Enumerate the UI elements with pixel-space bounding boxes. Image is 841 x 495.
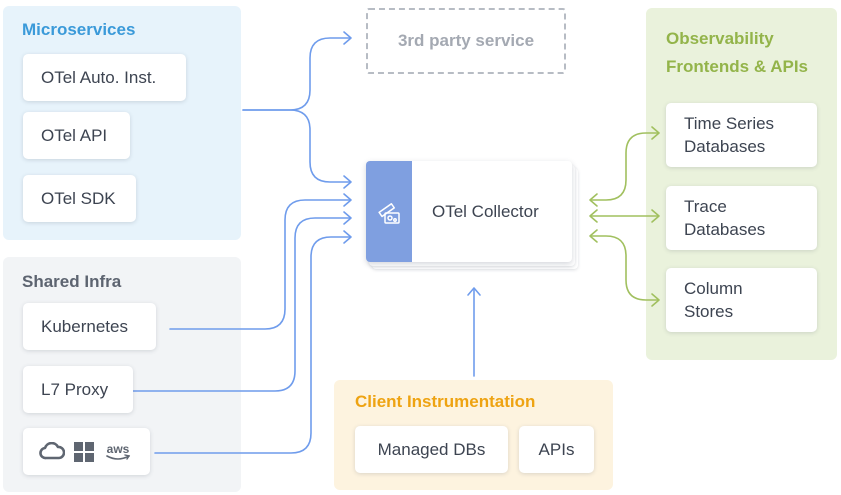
otel-collector-label: OTel Collector [432,201,539,221]
third-party-service-box: 3rd party service [366,8,566,74]
arrowhead-collector-left-1 [589,193,598,207]
cloud-providers-card: aws [23,428,150,475]
telescope-icon [378,202,400,224]
otel-sdk-card: OTel SDK [23,175,136,222]
arrowhead-collector-3 [343,211,352,225]
arrowhead-collector-4 [343,230,352,244]
arrowhead-trace [651,209,660,223]
time-series-databases-card: Time Series Databases [666,103,817,167]
observability-title: Observability Frontends & APIs [666,29,808,76]
microservices-title: Microservices [22,20,136,39]
l7-proxy-card: L7 Proxy [23,366,133,413]
otel-auto-inst-card: OTel Auto. Inst. [23,54,186,101]
arrowhead-timeseries [651,126,660,140]
collector-to-timeseries-line [591,132,659,201]
collector-icon-strip [366,161,412,262]
arrowhead-collector-left-3 [589,229,598,243]
arrowhead-thirdparty [343,31,352,45]
arrowhead-collector-2 [343,193,352,207]
column-stores-card: Column Stores [666,268,817,332]
kubernetes-card: Kubernetes [23,303,156,350]
collector-to-column-line [591,235,659,301]
arrowhead-collector-1 [343,175,352,189]
kubernetes-to-collector-line [169,199,351,330]
aws-logo: aws [106,442,131,460]
otel-api-card: OTel API [23,112,130,159]
svg-text:aws: aws [107,442,130,456]
arrowhead-collector-up [467,287,481,296]
arrowhead-collector-left-2 [589,209,598,223]
microservices-to-collector-line [242,109,351,183]
trace-databases-card: Trace Databases [666,186,817,250]
client-instrumentation-title: Client Instrumentation [355,392,536,411]
managed-dbs-card: Managed DBs [355,426,508,473]
cloud-to-collector-line [154,236,351,454]
cloud-provider-icon [39,441,65,459]
windows-grid-icon [74,441,94,462]
microservices-to-thirdparty-line [242,37,351,111]
apis-card: APIs [519,426,594,473]
l7proxy-to-collector-line [132,217,351,392]
otel-collector-box: OTel Collector [366,161,572,262]
shared-infra-title: Shared Infra [22,272,122,291]
arrowhead-column [651,293,660,307]
